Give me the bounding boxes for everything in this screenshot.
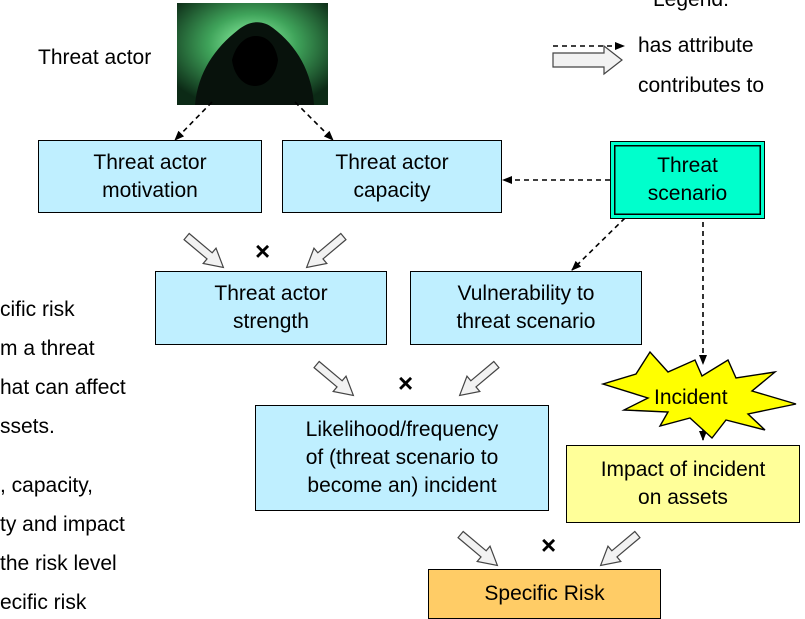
hollow-arrow-motivation-to-strength (183, 232, 225, 269)
arrow-actor-to-motivation (174, 101, 213, 141)
multiply-symbol-strength: × (255, 236, 271, 266)
side-text-line-8: ecific risk (0, 591, 87, 614)
legend-title: Legend: (653, 0, 729, 14)
hooded-figure-icon (177, 3, 328, 105)
side-text-line-4: ssets. (0, 415, 55, 438)
threat-actor-capacity-box: Threat actor capacity (282, 140, 502, 213)
incident-burst-shape (600, 350, 797, 440)
hollow-arrow-strength-to-likelihood (313, 360, 355, 397)
side-text-line-3: hat can affect (0, 376, 126, 399)
side-text-line-2: m a threat (0, 337, 95, 360)
side-text-line-7: the risk level (0, 552, 117, 575)
threat-scenario-box: Threat scenario (610, 141, 765, 219)
legend-has-attribute-label: has attribute (638, 34, 754, 57)
side-text-line-6: ty and impact (0, 513, 125, 536)
specific-risk-box: Specific Risk (428, 569, 661, 619)
incident-label: Incident (654, 386, 728, 409)
arrow-actor-to-capacity (294, 101, 334, 141)
hollow-arrow-vulnerability-to-likelihood (458, 360, 500, 397)
threat-actor-label: Threat actor (38, 46, 152, 69)
impact-of-incident-box: Impact of incident on assets (566, 445, 800, 523)
hollow-arrow-capacity-to-strength (305, 232, 347, 269)
vulnerability-box: Vulnerability to threat scenario (410, 271, 642, 345)
likelihood-frequency-box: Likelihood/frequency of (threat scenario… (255, 405, 549, 511)
legend-hollow-arrow (552, 44, 623, 76)
side-text-line-5: , capacity, (0, 474, 93, 497)
threat-actor-motivation-box: Threat actor motivation (38, 140, 262, 213)
multiply-symbol-likelihood: × (398, 368, 414, 398)
threat-actor-strength-box: Threat actor strength (155, 271, 387, 345)
multiply-symbol-risk: × (541, 530, 557, 560)
side-text-line-1: cific risk (0, 298, 75, 321)
legend-contributes-label: contributes to (638, 74, 765, 97)
hollow-arrow-impact-to-risk (599, 530, 641, 567)
arrow-scenario-to-vulnerability (571, 217, 626, 271)
hollow-arrow-likelihood-to-risk (457, 530, 499, 567)
